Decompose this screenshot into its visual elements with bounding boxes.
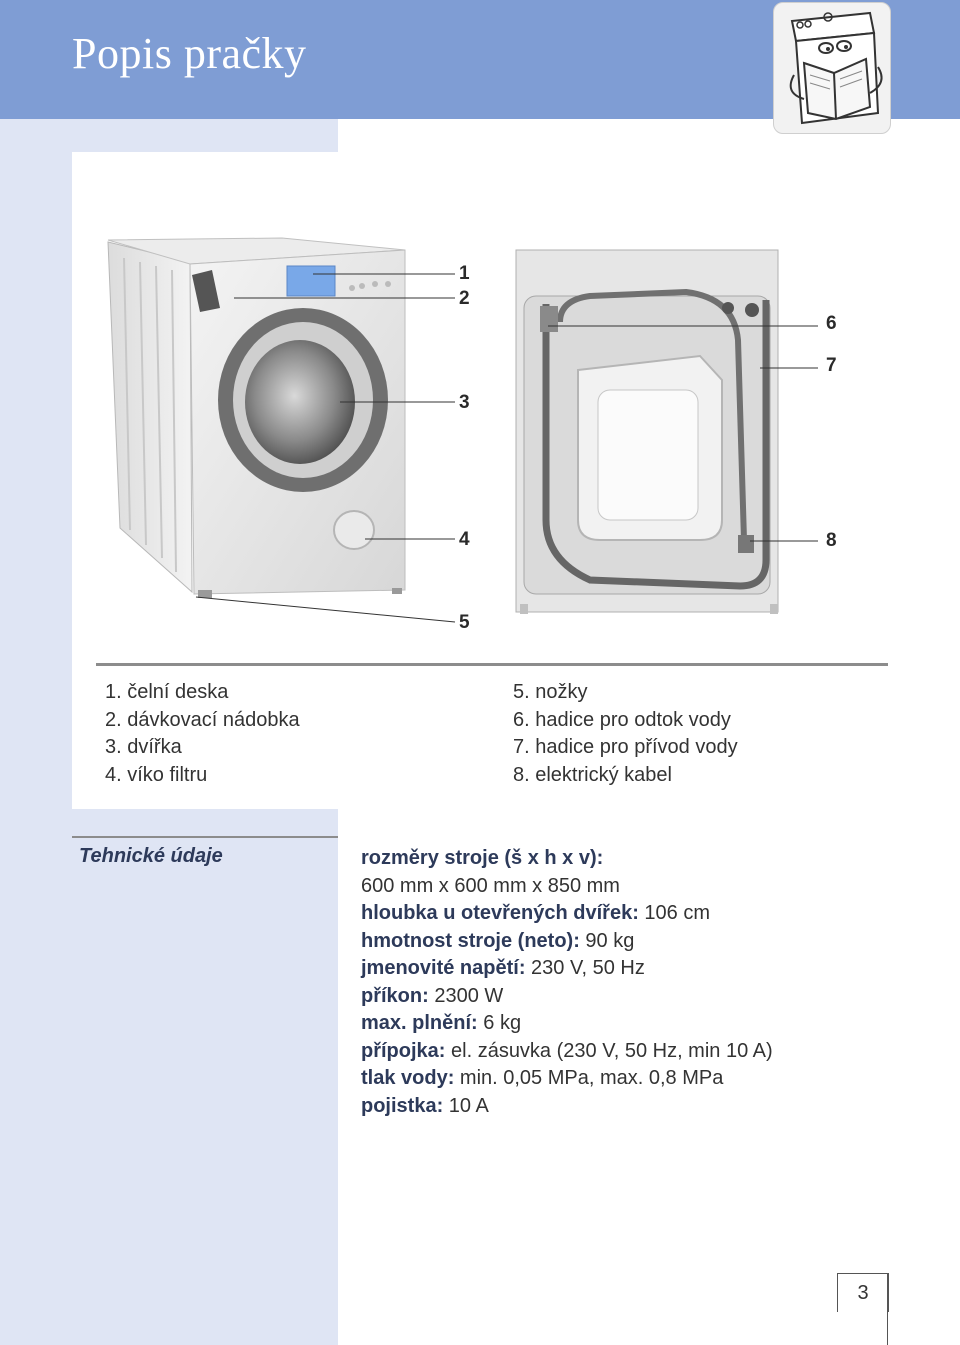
spec-value: min. 0,05 MPa, max. 0,8 MPa — [454, 1067, 724, 1089]
spec-row: rozměry stroje (š x h x v): — [361, 845, 773, 873]
spec-value: 2300 W — [428, 984, 504, 1007]
spec-row: pojistka: 10 A — [361, 1093, 773, 1121]
specs-rule — [72, 836, 338, 838]
page-number-rule — [887, 1273, 888, 1345]
spec-label: hloubka u otevřených dvířek: — [361, 902, 639, 924]
legend-item: 3. dvířka — [105, 736, 182, 758]
spec-row: příkon: 2300 W — [361, 983, 773, 1011]
spec-label: pojistka: — [361, 1094, 444, 1117]
legend-item: 6. hadice pro odtok vody — [513, 708, 731, 731]
legend-right-column: 5. nožky 6. hadice pro odtok vody 7. had… — [513, 679, 738, 789]
callout-7: 7 — [826, 355, 837, 376]
spec-value: 90 kg — [579, 929, 635, 952]
spec-value: 6 kg — [477, 1012, 522, 1034]
spec-label: hmotnost stroje (neto): — [361, 929, 580, 952]
spec-value: el. zásuvka (230 V, 50 Hz, min 10 A) — [445, 1039, 773, 1062]
spec-row: hloubka u otevřených dvířek: 106 cm — [361, 900, 773, 928]
spec-row: jmenovité napětí: 230 V, 50 Hz — [361, 955, 773, 983]
spec-label: max. plnění: — [361, 1012, 478, 1034]
spec-row: hmotnost stroje (neto): 90 kg — [361, 928, 773, 956]
callout-3: 3 — [459, 392, 470, 413]
legend-separator — [96, 663, 888, 666]
spec-label: jmenovité napětí: — [361, 957, 526, 979]
page-title: Popis pračky — [72, 29, 307, 78]
spec-row: přípojka: el. zásuvka (230 V, 50 Hz, min… — [361, 1038, 773, 1066]
machine-front-view — [107, 237, 406, 598]
mascot-illustration — [773, 2, 891, 134]
callout-2: 2 — [459, 288, 470, 309]
washing-machine-mascot-icon — [789, 11, 883, 125]
spec-value: 10 A — [443, 1094, 489, 1117]
legend-item: 5. nožky — [513, 681, 588, 703]
legend-item: 2. dávkovací nádobka — [105, 708, 300, 731]
spec-row: tlak vody: min. 0,05 MPa, max. 0,8 MPa — [361, 1065, 773, 1093]
callout-4: 4 — [459, 529, 470, 550]
legend-left-column: 1. čelní deska 2. dávkovací nádobka 3. d… — [105, 679, 300, 789]
spec-label: tlak vody: — [361, 1067, 455, 1089]
spec-value: 600 mm x 600 mm x 850 mm — [361, 874, 620, 897]
callout-1: 1 — [459, 263, 470, 284]
callout-5: 5 — [459, 612, 470, 633]
washing-machine-figure — [107, 237, 818, 623]
legend-item: 7. hadice pro přívod vody — [513, 736, 738, 758]
legend-item: 4. víko filtru — [105, 763, 208, 786]
legend-item: 8. elektrický kabel — [513, 763, 672, 786]
spec-value: 106 cm — [638, 902, 711, 924]
spec-label: přípojka: — [361, 1039, 446, 1062]
spec-label: příkon: — [361, 984, 429, 1007]
callout-8: 8 — [826, 530, 837, 551]
specs-heading: Tehnické údaje — [79, 845, 223, 867]
page-number: 3 — [837, 1273, 889, 1312]
spec-row: 600 mm x 600 mm x 850 mm — [361, 873, 773, 901]
legend-item: 1. čelní deska — [105, 681, 229, 703]
spec-row: max. plnění: 6 kg — [361, 1010, 773, 1038]
callout-6: 6 — [826, 313, 837, 334]
spec-label: rozměry stroje (š x h x v): — [361, 847, 604, 869]
spec-value: 230 V, 50 Hz — [525, 957, 645, 979]
specs-list: rozměry stroje (š x h x v): 600 mm x 600… — [361, 845, 773, 1120]
machine-back-view — [515, 249, 779, 614]
